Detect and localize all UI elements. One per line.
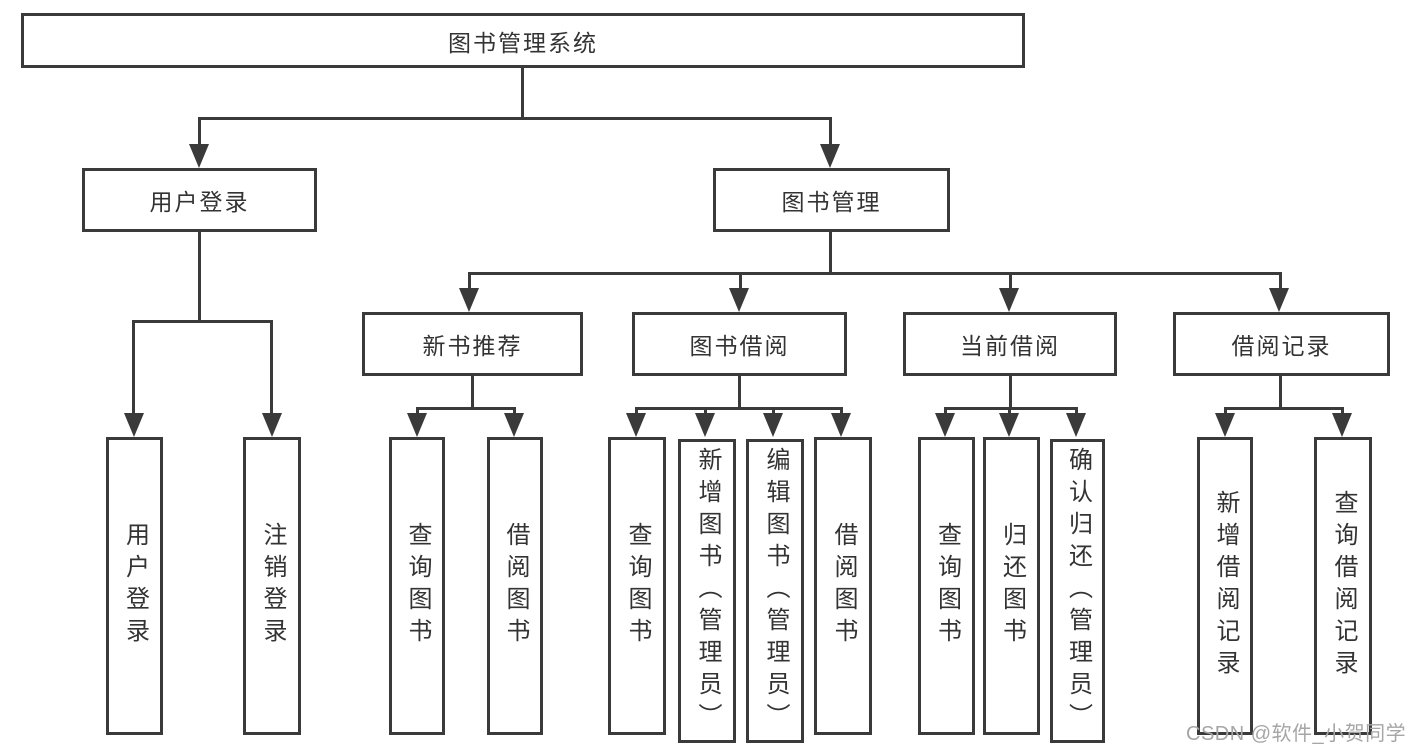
arrow-down-icon xyxy=(262,413,282,437)
leaf-logout-login: 注销登录 xyxy=(243,437,301,735)
leaf-confirm-return-admin: 确认归还（管理员） xyxy=(1050,439,1105,743)
connector-line xyxy=(1279,272,1282,289)
connector-line xyxy=(468,272,471,289)
leaf-edit-books-admin: 编辑图书（管理员） xyxy=(746,439,804,743)
node-book-borrowing: 图书借阅 xyxy=(632,312,847,376)
node-new-book-recommendation: 新书推荐 xyxy=(362,312,583,376)
arrow-down-icon xyxy=(1066,413,1086,437)
arrow-down-icon xyxy=(935,413,955,437)
connector-line xyxy=(1279,374,1282,410)
leaf-add-borrow-record: 新增借阅记录 xyxy=(1197,437,1253,735)
arrow-down-icon xyxy=(695,413,715,437)
leaf-return-books: 归还图书 xyxy=(983,437,1040,735)
node-borrowing-records: 借阅记录 xyxy=(1173,312,1390,376)
leaf-query-books-current: 查询图书 xyxy=(918,437,975,735)
connector-line xyxy=(468,272,1282,275)
connector-line xyxy=(198,117,201,145)
connector-line xyxy=(1009,376,1012,410)
connector-line xyxy=(944,407,1078,410)
connector-line xyxy=(198,232,201,323)
arrow-down-icon xyxy=(189,144,209,168)
connector-line xyxy=(416,407,419,414)
connector-line xyxy=(521,68,524,120)
watermark: CSDN @软件_小贺同学 xyxy=(1186,723,1405,745)
connector-line xyxy=(198,117,832,120)
connector-line xyxy=(738,376,741,410)
arrow-down-icon xyxy=(831,413,851,437)
connector-line xyxy=(416,407,516,410)
connector-line xyxy=(1341,407,1344,414)
connector-line xyxy=(829,232,832,275)
connector-line xyxy=(1008,407,1011,414)
arrow-down-icon xyxy=(1215,413,1235,437)
arrow-down-icon xyxy=(626,413,646,437)
connector-line xyxy=(635,407,638,414)
connector-line xyxy=(944,407,947,414)
leaf-borrow-books-recommend: 借阅图书 xyxy=(487,437,543,735)
node-book-management: 图书管理 xyxy=(713,168,950,232)
connector-line xyxy=(132,320,273,323)
connector-line xyxy=(1224,407,1227,414)
arrow-down-icon xyxy=(1332,413,1352,437)
connector-line xyxy=(471,376,474,410)
connector-line xyxy=(513,407,516,414)
arrow-down-icon xyxy=(407,413,427,437)
node-current-borrowing: 当前借阅 xyxy=(903,312,1117,376)
connector-line xyxy=(635,407,843,410)
leaf-query-borrow-record: 查询借阅记录 xyxy=(1314,437,1372,735)
leaf-add-books-admin: 新增图书（管理员） xyxy=(678,439,736,743)
connector-line xyxy=(772,407,775,414)
connector-line xyxy=(132,320,135,414)
connector-line xyxy=(739,272,742,289)
arrow-down-icon xyxy=(763,413,783,437)
leaf-query-books-borrow: 查询图书 xyxy=(608,437,666,735)
connector-line xyxy=(829,117,832,145)
connector-line xyxy=(270,320,273,414)
arrow-down-icon xyxy=(124,413,144,437)
arrow-down-icon xyxy=(999,413,1019,437)
leaf-query-books-recommend: 查询图书 xyxy=(389,437,445,735)
arrow-down-icon xyxy=(504,413,524,437)
connector-line xyxy=(840,407,843,414)
connector-line xyxy=(1009,272,1012,289)
arrow-down-icon xyxy=(999,288,1019,312)
leaf-user-login: 用户登录 xyxy=(106,437,163,735)
arrow-down-icon xyxy=(1269,288,1289,312)
arrow-down-icon xyxy=(729,288,749,312)
connector-line xyxy=(1224,407,1344,410)
connector-line xyxy=(704,407,707,414)
leaf-borrow-books: 借阅图书 xyxy=(814,437,872,735)
node-user-login: 用户登录 xyxy=(82,168,317,232)
arrow-down-icon xyxy=(820,144,840,168)
node-root: 图书管理系统 xyxy=(21,13,1025,68)
arrow-down-icon xyxy=(459,288,479,312)
connector-line xyxy=(1075,407,1078,414)
